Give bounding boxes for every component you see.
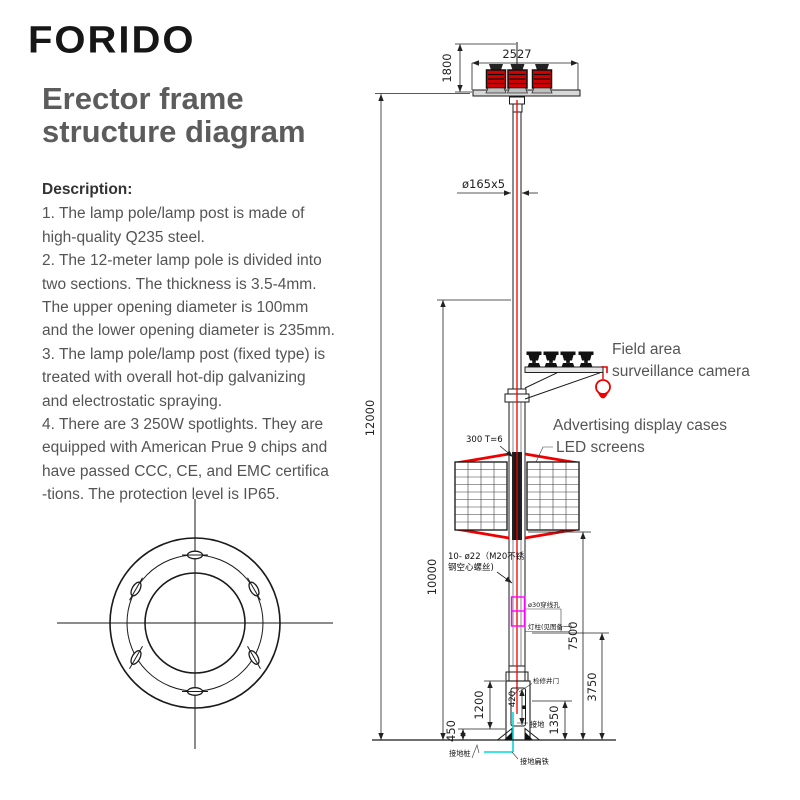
description-line: high-quality Q235 steel. <box>42 228 205 246</box>
ground-pile-label: 接地桩 <box>449 749 471 758</box>
ground-note: 接地 <box>517 720 544 729</box>
dimension-7500: 7500 <box>528 531 591 740</box>
led-screens <box>454 452 580 540</box>
wire-hole-marker <box>510 596 526 627</box>
led-note-label: 300 T=6 <box>466 435 503 445</box>
dimension-3750: 3750 <box>532 632 609 740</box>
surveillance-camera-small <box>578 351 594 367</box>
camera-arm <box>524 351 611 400</box>
description-line: 3. The lamp pole/lamp post (fixed type) … <box>42 345 326 363</box>
spotlight <box>485 64 507 94</box>
description-heading: Description: <box>42 181 133 198</box>
description-line: have passed CCC, CE, and EMC certifica <box>42 462 329 480</box>
camera-callout-line2: surveillance camera <box>612 363 750 380</box>
dim-450-label: 450 <box>444 720 458 742</box>
pole-note-label: 灯柱(见图备一) <box>528 622 572 631</box>
description-line: The upper opening diameter is 100mm <box>42 299 309 317</box>
dim-420-label: 420 <box>508 691 518 707</box>
arm-end-hook <box>601 366 608 373</box>
dimension-1200: 1200 <box>458 680 505 730</box>
dimension-1800: 1800 <box>440 43 516 93</box>
description-line: -tions. The protection level is IP65. <box>42 486 280 504</box>
dim-10000-label: 10000 <box>425 559 439 596</box>
dim-12000-label: 12000 <box>363 400 377 437</box>
ground-strip-label: 接地扁铁 <box>520 757 549 766</box>
dim-2527-label: 2527 <box>502 47 531 61</box>
lower-pole-shaft <box>508 402 526 681</box>
dim-1350-label: 1350 <box>547 705 561 734</box>
ad-callout-line2: LED screens <box>556 439 645 456</box>
base-plate-top-view <box>57 499 333 749</box>
ad-callout-leader <box>535 446 553 463</box>
bolt-hole <box>129 577 143 601</box>
bolt-hole <box>247 645 261 670</box>
wire-hole-label: ø30穿线孔 <box>528 600 560 609</box>
base-section <box>496 680 541 741</box>
door-label: 检修井门 <box>533 676 559 685</box>
description-line: 4. There are 3 250W spotlights. They are <box>42 416 324 434</box>
surveillance-camera-small <box>543 351 559 367</box>
anchor-note-line2: 钢空心螺丝) <box>448 562 494 573</box>
bolt-hole <box>247 577 261 601</box>
description-line: and the lower opening diameter is 235mm. <box>42 322 335 340</box>
dim-1200-label: 1200 <box>472 690 486 719</box>
bolt-hole <box>129 645 143 670</box>
spotlight-assembly <box>485 64 553 94</box>
camera-callout-line1: Field area <box>612 341 681 358</box>
door-lock <box>522 705 526 709</box>
description-line: 1. The lamp pole/lamp post is made of <box>42 205 305 223</box>
page-title: Erector frame structure diagram <box>42 82 306 148</box>
led-panel-left <box>454 461 508 531</box>
dimension-1350: 1350 <box>532 700 572 740</box>
description-line: 2. The 12-meter lamp pole is divided int… <box>42 252 322 270</box>
dimension-pole-spec: ø165x5 <box>457 177 538 196</box>
led-panel-right <box>526 461 580 531</box>
page-title-line1: Erector frame <box>42 81 244 116</box>
dimension-2527: 2527 <box>471 47 579 90</box>
door-note: 检修井门 <box>518 676 559 693</box>
surveillance-camera-small <box>526 351 542 367</box>
description-line: treated with overall hot-dip galvanizing <box>42 369 306 387</box>
dome-camera <box>595 373 611 399</box>
surveillance-camera-small <box>560 351 576 367</box>
description-block: Description: 1. The lamp pole/lamp post … <box>42 178 335 507</box>
anchor-note-line1: 10- ø22（M20不锈 <box>448 551 525 562</box>
spotlight <box>531 64 553 94</box>
led-thickness-note: 300 T=6 <box>466 435 514 458</box>
dim-7500-label: 7500 <box>566 621 580 650</box>
pole-spec-label: ø165x5 <box>462 177 505 191</box>
ground-strip-note: 接地扁铁 <box>511 751 549 766</box>
brand-logo: FORIDO <box>28 18 196 62</box>
wire-hole-note: ø30穿线孔 灯柱(见图备一) <box>525 600 572 632</box>
page-title-line2: structure diagram <box>42 114 306 149</box>
description-line: equipped with American Prue 9 chips and <box>42 439 328 457</box>
ad-callout-line1: Advertising display cases <box>553 417 727 434</box>
dimension-10000: 10000 <box>425 299 511 740</box>
dimension-450: 450 <box>444 720 466 742</box>
dim-3750-label: 3750 <box>585 672 599 701</box>
spotlight <box>506 64 529 94</box>
dimension-420: 420 <box>508 689 525 725</box>
bolt-hole <box>182 687 208 696</box>
dim-1800-label: 1800 <box>440 53 454 82</box>
anchor-bolt-note: 10- ø22（M20不锈 钢空心螺丝) <box>448 551 525 584</box>
grounding-wire <box>484 712 514 753</box>
ground-pile-note: 接地桩 <box>449 744 480 759</box>
description-line: two sections. The thickness is 3.5-4mm. <box>42 275 317 293</box>
ground-label: 接地 <box>530 720 544 729</box>
dimension-12000: 12000 <box>363 93 470 740</box>
upper-pole-shaft <box>512 112 522 389</box>
description-line: and electrostatic spraying. <box>42 392 223 410</box>
bolt-hole <box>182 550 208 560</box>
